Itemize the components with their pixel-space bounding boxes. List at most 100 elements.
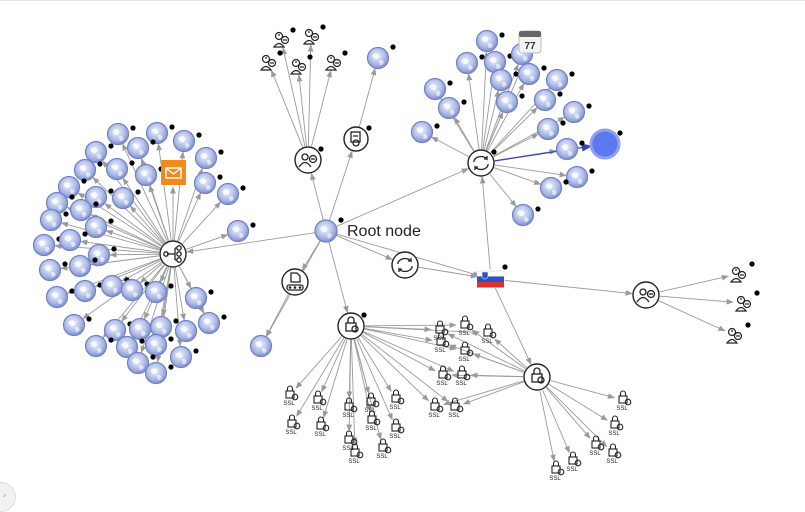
globe-node-icon[interactable] xyxy=(511,203,535,227)
ssl-lock-icon[interactable]: SSL xyxy=(608,415,624,437)
clock-user-icon[interactable] xyxy=(324,54,342,71)
globe-node-icon[interactable] xyxy=(216,182,240,206)
globe-node-icon[interactable] xyxy=(475,29,499,53)
globe-node-icon[interactable] xyxy=(144,361,168,385)
ssl-lock-icon[interactable]: SSL xyxy=(283,385,299,407)
globe-node-icon[interactable] xyxy=(126,351,150,375)
ssl-lock-icon[interactable]: SSL xyxy=(606,443,622,465)
ssl-lock-icon[interactable]: SSL xyxy=(342,430,358,452)
globe-node-icon[interactable] xyxy=(562,100,586,124)
globe-node-icon[interactable] xyxy=(483,50,507,74)
globe-node-icon[interactable] xyxy=(73,279,97,303)
globe-node-icon[interactable] xyxy=(169,345,193,369)
ssl-lock-icon[interactable]: SSL xyxy=(376,438,392,460)
globe-node-icon[interactable] xyxy=(145,121,169,145)
ssl-lock-icon[interactable]: SSL xyxy=(285,414,301,436)
user-group-icon[interactable] xyxy=(294,146,322,174)
clock-user-icon[interactable] xyxy=(734,295,752,312)
user-group-icon[interactable] xyxy=(632,281,660,309)
globe-node-icon[interactable] xyxy=(62,313,86,337)
ssl-lock-icon[interactable]: SSL xyxy=(589,435,605,457)
globe-node-icon[interactable] xyxy=(589,128,621,160)
globe-node-icon[interactable] xyxy=(517,62,541,86)
globe-node-icon[interactable] xyxy=(194,146,218,170)
clock-user-icon[interactable] xyxy=(725,327,743,344)
globe-node-icon[interactable] xyxy=(84,215,108,239)
certificate-icon[interactable] xyxy=(343,126,369,152)
globe-node-icon[interactable] xyxy=(126,136,150,160)
globe-node-icon[interactable] xyxy=(38,258,62,282)
globe-node-icon[interactable] xyxy=(100,274,124,298)
ssl-lock-icon[interactable]: SSL xyxy=(433,320,449,342)
globe-node-icon[interactable] xyxy=(555,137,579,161)
globe-node-icon[interactable] xyxy=(128,317,152,341)
globe-node-icon[interactable] xyxy=(84,334,108,358)
clock-user-icon[interactable] xyxy=(302,28,320,45)
ssl-lock-icon[interactable] xyxy=(337,312,365,340)
ssl-lock-icon[interactable]: SSL xyxy=(348,443,364,465)
globe-node-icon[interactable] xyxy=(249,334,273,358)
globe-node-icon[interactable] xyxy=(120,278,144,302)
globe-node-icon[interactable] xyxy=(533,88,557,112)
globe-node-icon[interactable] xyxy=(489,68,513,92)
globe-node-icon[interactable] xyxy=(45,285,69,309)
ssl-lock-icon[interactable]: SSL xyxy=(311,390,327,412)
ssl-lock-icon[interactable]: SSL xyxy=(549,460,565,482)
clock-user-icon[interactable] xyxy=(729,266,747,283)
globe-node-icon[interactable] xyxy=(87,243,111,267)
globe-node-icon[interactable] xyxy=(545,68,569,92)
globe-node-icon[interactable] xyxy=(410,120,434,144)
ssl-lock-icon[interactable]: SSL xyxy=(448,397,464,419)
globe-node-icon[interactable] xyxy=(73,158,97,182)
network-hub-icon[interactable] xyxy=(159,240,187,268)
ssl-lock-icon[interactable]: SSL xyxy=(481,323,497,345)
globe-node-icon[interactable] xyxy=(423,77,447,101)
ssl-lock-icon[interactable] xyxy=(523,363,551,391)
ssl-lock-icon[interactable]: SSL xyxy=(566,451,582,473)
globe-node-icon[interactable] xyxy=(539,176,563,200)
globe-node-icon[interactable] xyxy=(455,51,479,75)
calendar-icon[interactable]: 77 xyxy=(518,30,542,54)
globe-node-icon[interactable] xyxy=(149,315,173,339)
cycle-arrows-icon[interactable] xyxy=(391,251,419,279)
ssl-lock-icon[interactable]: SSL xyxy=(428,397,444,419)
globe-node-icon[interactable] xyxy=(68,254,92,278)
slovenia-flag-icon[interactable] xyxy=(476,270,505,288)
globe-node-icon[interactable] xyxy=(134,163,158,187)
globe-node-icon[interactable] xyxy=(314,219,338,243)
clock-user-icon[interactable] xyxy=(289,58,307,75)
globe-node-icon[interactable] xyxy=(32,233,56,257)
clock-user-icon[interactable] xyxy=(259,54,277,71)
globe-node-icon[interactable] xyxy=(103,318,127,342)
globe-node-icon[interactable] xyxy=(174,319,198,343)
globe-node-icon[interactable] xyxy=(437,96,461,120)
ssl-lock-icon[interactable]: SSL xyxy=(455,365,471,387)
globe-node-icon[interactable] xyxy=(193,171,217,195)
ssl-lock-icon[interactable]: SSL xyxy=(436,365,452,387)
globe-node-icon[interactable] xyxy=(366,46,390,70)
globe-node-icon[interactable] xyxy=(57,175,81,199)
globe-node-icon[interactable] xyxy=(58,228,82,252)
globe-node-icon[interactable] xyxy=(105,157,129,181)
email-icon[interactable] xyxy=(161,160,186,185)
globe-node-icon[interactable] xyxy=(111,186,135,210)
globe-node-icon[interactable] xyxy=(197,311,221,335)
ssl-lock-icon[interactable]: SSL xyxy=(389,418,405,440)
globe-node-icon[interactable] xyxy=(172,129,196,153)
ssl-lock-icon[interactable]: SSL xyxy=(314,416,330,438)
globe-node-icon[interactable] xyxy=(226,219,250,243)
globe-node-icon[interactable] xyxy=(536,117,560,141)
globe-node-icon[interactable] xyxy=(39,208,63,232)
ssl-lock-icon[interactable]: SSL xyxy=(616,390,632,412)
globe-node-icon[interactable] xyxy=(115,335,139,359)
globe-node-icon[interactable] xyxy=(144,333,168,357)
ssl-lock-icon[interactable]: SSL xyxy=(434,332,450,354)
cycle-arrows-icon[interactable] xyxy=(467,149,495,177)
clock-user-icon[interactable] xyxy=(272,31,290,48)
globe-node-icon[interactable] xyxy=(184,286,208,310)
globe-node-icon[interactable] xyxy=(106,122,130,146)
ssl-lock-icon[interactable]: SSL xyxy=(342,397,358,419)
ssl-lock-icon[interactable]: SSL xyxy=(458,315,474,337)
ssl-lock-icon[interactable]: SSL xyxy=(365,410,381,432)
